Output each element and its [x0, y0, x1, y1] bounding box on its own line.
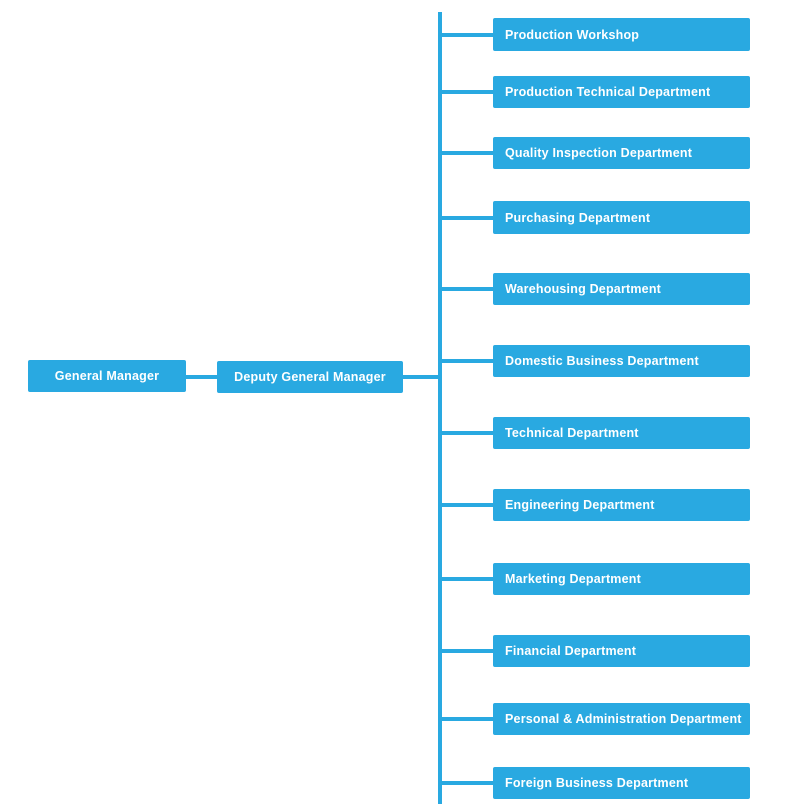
department-node: Production Workshop	[493, 18, 750, 51]
department-node: Engineering Department	[493, 489, 750, 521]
department-node: Production Technical Department	[493, 76, 750, 108]
department-label: Production Workshop	[505, 27, 640, 42]
branch-connector	[440, 503, 493, 507]
department-node: Marketing Department	[493, 563, 750, 595]
department-node: Technical Department	[493, 417, 750, 449]
department-node: Warehousing Department	[493, 273, 750, 305]
branch-connector	[440, 649, 493, 653]
department-node: Domestic Business Department	[493, 345, 750, 377]
department-label: Personal & Administration Department	[505, 712, 742, 726]
department-node: Personal & Administration Department	[493, 703, 750, 735]
department-label: Purchasing Department	[505, 210, 651, 225]
department-label: Marketing Department	[505, 572, 641, 586]
branch-connector	[440, 577, 493, 581]
deputy-general-manager-label: Deputy General Manager	[234, 370, 386, 384]
branch-connector	[440, 717, 493, 721]
branch-connector	[440, 431, 493, 435]
branch-connector	[440, 287, 493, 291]
department-label: Production Technical Department	[505, 85, 711, 99]
department-label: Domestic Business Department	[505, 354, 699, 368]
department-node: Financial Department	[493, 635, 750, 667]
department-label: Engineering Department	[505, 498, 655, 512]
branch-connector	[440, 359, 493, 363]
vertical-trunk-line	[438, 12, 442, 804]
department-node: Foreign Business Department	[493, 767, 750, 799]
branch-connector	[440, 90, 493, 94]
department-node: Purchasing Department	[493, 201, 750, 234]
branch-connector	[440, 781, 493, 785]
department-node: Quality Inspection Department	[493, 137, 750, 169]
deputy-to-trunk-connector	[402, 375, 442, 379]
branch-connector	[440, 215, 493, 220]
deputy-general-manager-node: Deputy General Manager	[217, 361, 403, 393]
department-label: Technical Department	[505, 426, 639, 440]
general-manager-node: General Manager	[28, 360, 186, 392]
branch-connector	[440, 32, 493, 37]
department-label: Foreign Business Department	[505, 776, 689, 790]
general-manager-label: General Manager	[54, 369, 160, 383]
department-label: Financial Department	[505, 644, 637, 658]
gm-to-deputy-connector	[185, 375, 218, 379]
branch-connector	[440, 151, 493, 155]
department-label: Quality Inspection Department	[505, 146, 693, 160]
department-label: Warehousing Department	[505, 282, 662, 296]
